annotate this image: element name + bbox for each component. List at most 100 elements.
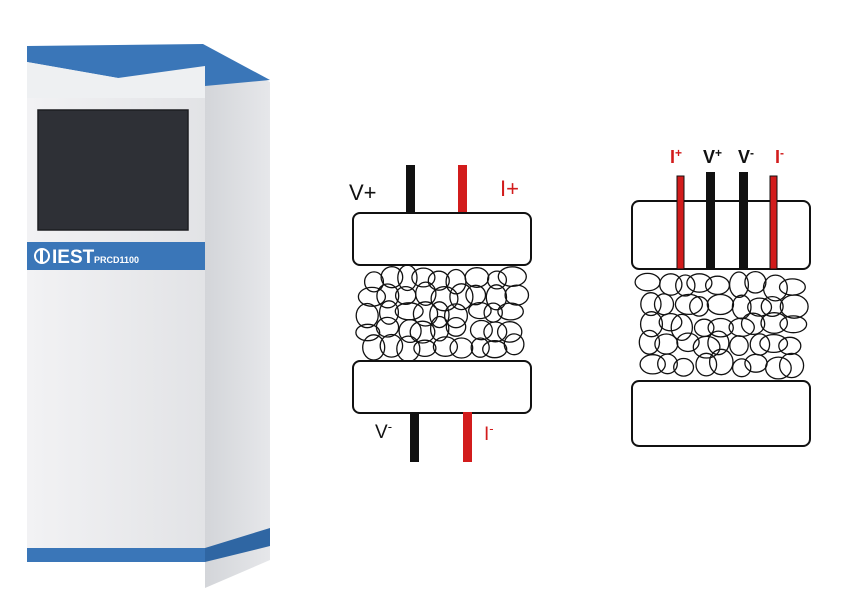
four-probe-current-lead-right xyxy=(769,175,778,270)
powder-particle xyxy=(778,336,802,356)
powder-particle xyxy=(640,292,662,317)
four-probe-particle-bed xyxy=(634,270,809,380)
powder-particle xyxy=(483,302,503,323)
powder-particle xyxy=(427,270,450,291)
powder-particle xyxy=(692,335,721,359)
powder-particle xyxy=(470,337,490,358)
powder-particle xyxy=(744,270,767,294)
two-probe-current-lead-bottom xyxy=(463,412,472,462)
two-probe-top-electrode xyxy=(352,212,532,266)
powder-particle xyxy=(497,266,527,288)
powder-particle xyxy=(503,333,525,356)
powder-particle xyxy=(378,300,400,325)
four-probe-top-electrode xyxy=(631,200,811,270)
powder-particle xyxy=(497,302,524,321)
powder-particle xyxy=(376,283,400,309)
powder-particle xyxy=(375,316,400,338)
powder-particle xyxy=(355,323,381,342)
powder-particle xyxy=(707,330,730,356)
powder-particle xyxy=(659,273,683,296)
four-probe-label-i-minus: I- xyxy=(775,146,784,167)
brand-band xyxy=(27,242,205,270)
powder-particle xyxy=(689,296,710,317)
four-probe-diagram: I+ V+ V- I- xyxy=(631,146,811,447)
powder-particle xyxy=(380,266,404,289)
powder-particle xyxy=(657,353,678,375)
powder-particle xyxy=(396,335,421,363)
four-probe-label-v-minus: V- xyxy=(738,146,754,167)
cabinet-top-chevron xyxy=(27,62,205,108)
cabinet-side-panel xyxy=(205,52,270,588)
powder-particle xyxy=(759,333,789,354)
powder-particle xyxy=(729,335,749,357)
two-probe-label-i-minus: I- xyxy=(484,421,494,445)
powder-particle xyxy=(653,293,675,316)
four-probe-bottom-electrode xyxy=(631,380,811,447)
two-probe-label-v-minus: V- xyxy=(375,419,392,443)
powder-particle xyxy=(413,339,437,358)
two-probe-label-i-plus: I+ xyxy=(500,176,519,201)
two-probe-current-lead-top xyxy=(458,165,467,215)
powder-particle xyxy=(482,340,508,359)
cabinet-bottom-trim xyxy=(27,548,205,562)
powder-particle xyxy=(394,302,424,321)
powder-particle xyxy=(731,358,752,378)
powder-particle xyxy=(638,329,661,355)
powder-particle xyxy=(760,312,789,334)
powder-particle xyxy=(397,264,418,292)
two-probe-voltage-lead-bottom xyxy=(410,412,419,462)
powder-particle xyxy=(704,275,731,296)
model-name: PRCD1100 xyxy=(94,255,139,265)
powder-particle xyxy=(695,352,718,377)
two-probe-particle-bed xyxy=(355,264,530,363)
powder-particle xyxy=(430,285,459,312)
brand-name: IEST xyxy=(52,247,95,268)
powder-particle xyxy=(747,297,773,317)
powder-particle xyxy=(673,357,695,377)
powder-particle xyxy=(658,312,683,332)
two-probe-voltage-lead-top xyxy=(406,165,415,215)
powder-particle xyxy=(465,284,487,306)
powder-particle xyxy=(674,293,704,316)
powder-particle xyxy=(469,319,493,341)
powder-particle xyxy=(429,301,450,329)
instrument-cabinet: IEST PRCD1100 xyxy=(27,44,270,588)
powder-particle xyxy=(760,295,784,318)
powder-particle xyxy=(362,334,386,361)
powder-particle xyxy=(706,293,735,316)
four-probe-current-lead-left xyxy=(676,175,685,270)
four-probe-label-v-plus: V+ xyxy=(703,146,722,167)
powder-particle xyxy=(676,332,700,353)
powder-particle xyxy=(485,284,508,311)
powder-particle xyxy=(686,273,713,293)
two-probe-bottom-electrode xyxy=(352,360,532,414)
powder-particle xyxy=(429,315,450,342)
cabinet-bottom-side-trim xyxy=(205,528,270,562)
display-screen xyxy=(37,109,189,231)
powder-particle xyxy=(379,333,404,358)
powder-particle xyxy=(409,320,436,344)
powder-particle xyxy=(504,284,530,306)
cabinet-top-trim xyxy=(27,44,270,86)
powder-particle xyxy=(778,352,805,379)
powder-particle xyxy=(728,271,750,299)
powder-particle xyxy=(496,321,523,343)
powder-particle xyxy=(764,356,792,380)
powder-particle xyxy=(744,353,768,373)
powder-particle xyxy=(398,318,422,344)
powder-particle xyxy=(468,301,492,320)
powder-particle xyxy=(762,274,788,302)
powder-particle xyxy=(634,272,661,292)
powder-particle xyxy=(363,271,385,293)
powder-particle xyxy=(412,301,439,327)
brand-logo-icon xyxy=(34,248,50,264)
powder-particle xyxy=(464,267,490,288)
powder-particle xyxy=(432,336,459,357)
powder-particle xyxy=(639,354,666,375)
powder-particle xyxy=(449,337,474,359)
powder-particle xyxy=(486,270,508,290)
powder-particle xyxy=(779,294,809,319)
powder-particle xyxy=(740,312,766,336)
four-probe-voltage-lead-right xyxy=(739,172,748,269)
